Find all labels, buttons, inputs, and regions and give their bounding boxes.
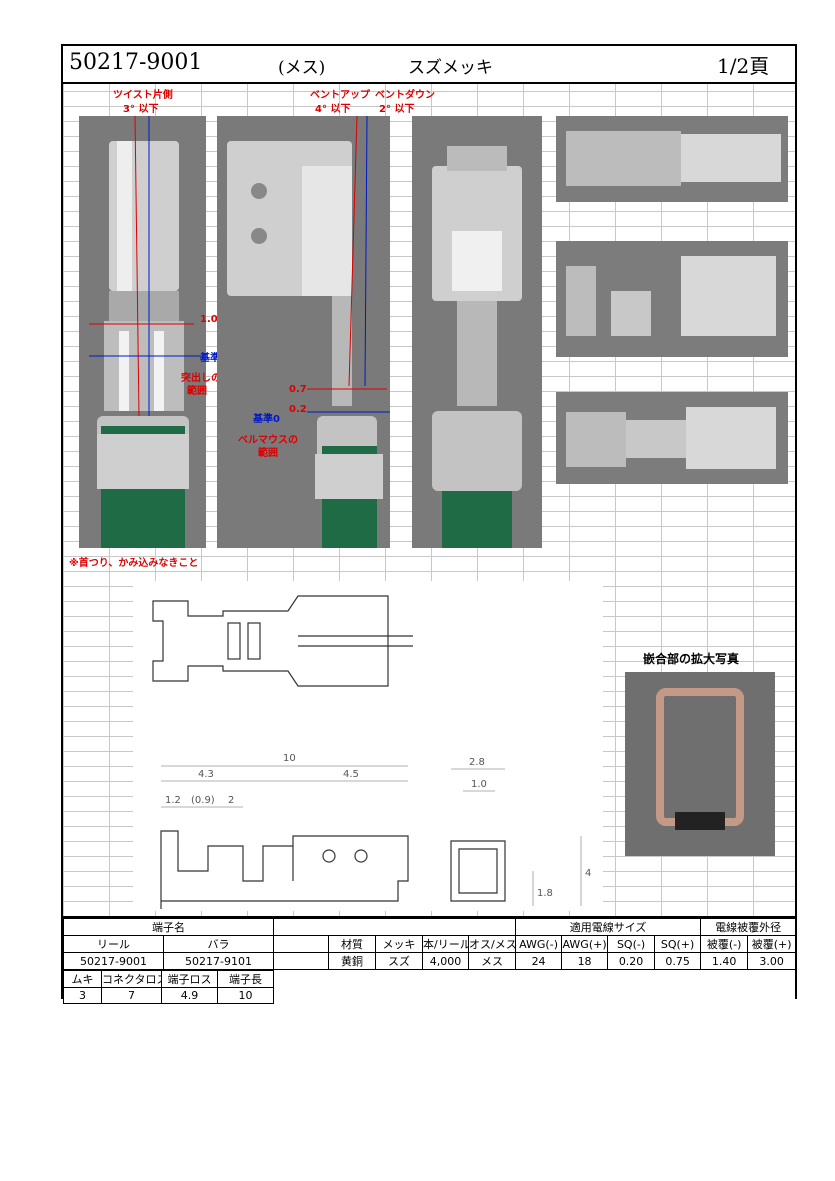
loose-value: 50217-9101	[163, 952, 274, 970]
ins-max-header: 被覆(+)	[747, 935, 797, 953]
strip-header: ムキ	[63, 970, 102, 988]
technical-drawing: 10 4.3 4.5 1.2 (0.9) 2 2.8 1.0 4 1.8	[133, 581, 603, 911]
dim-0-2-label: 0.2	[289, 404, 307, 415]
connector-loss-value: 7	[101, 987, 162, 1004]
dim-4-3: 4.3	[198, 769, 214, 780]
bellmouth-range-label-2: 範囲	[258, 448, 278, 459]
per-reel-header: 本/リール	[422, 935, 469, 953]
twist-view-drawing	[79, 116, 206, 548]
mating-zoom-drawing	[625, 672, 775, 856]
ins-min-value: 1.40	[700, 952, 749, 970]
reel-header: リール	[63, 935, 164, 953]
terminal-length-value: 10	[217, 987, 274, 1004]
base-zero-label-1: 基準0	[200, 353, 227, 364]
sq-min-header: SQ(-)	[607, 935, 656, 953]
dim-4-5: 4.5	[343, 769, 359, 780]
spec-table: 端子名 適用電線サイズ 電線被覆外径 リール バラ 材質 メッキ 本/リール オ…	[63, 916, 797, 1004]
material-value: 黄銅	[328, 952, 376, 970]
dim-1-0-label: 1.0	[200, 314, 218, 325]
plating-label: スズメッキ	[408, 58, 493, 78]
loose-header: バラ	[163, 935, 274, 953]
plating-header: メッキ	[375, 935, 423, 953]
dim-1-2: 1.2	[165, 795, 181, 806]
protrusion-range-label-2: 範囲	[187, 386, 207, 397]
photo-bottom-view	[556, 392, 788, 484]
terminal-outline-drawing: 10 4.3 4.5 1.2 (0.9) 2 2.8 1.0 4 1.8	[152, 595, 591, 909]
ins-min-header: 被覆(-)	[700, 935, 749, 953]
zoom-photo-caption: 嵌合部の拡大写真	[643, 652, 740, 666]
material-header: 材質	[328, 935, 376, 953]
photo-mating-zoom	[625, 672, 775, 856]
twist-label: ツイスト片側	[113, 90, 173, 101]
reel-value: 50217-9001	[63, 952, 164, 970]
front-view-drawing	[412, 116, 542, 548]
terminal-loss-header: 端子ロス	[161, 970, 218, 988]
protrusion-range-label: 突出しの	[181, 373, 221, 384]
bend-up-label: ベントアップ	[310, 90, 370, 101]
terminal-length-header: 端子長	[217, 970, 274, 988]
photo-bend-view	[217, 116, 390, 548]
photo-side-view	[556, 241, 788, 357]
wire-size-header: 適用電線サイズ	[515, 918, 702, 936]
dim-0-9: (0.9)	[191, 795, 215, 806]
base-zero-label-2: 基準0	[253, 414, 280, 425]
dim-1-0: 1.0	[471, 779, 487, 790]
note-text: ※首つり、かみ込みなきこと	[69, 558, 199, 569]
sq-max-header: SQ(+)	[654, 935, 702, 953]
bend-down-limit: 2° 以下	[379, 104, 415, 115]
terminal-loss-value: 4.9	[161, 987, 218, 1004]
dim-10: 10	[283, 753, 296, 764]
dim-1-8: 1.8	[537, 888, 553, 899]
top-view-drawing	[556, 116, 788, 202]
male-female-header: オス/メス	[467, 935, 517, 953]
insulation-header: 電線被覆外径	[700, 918, 797, 936]
sq-min-value: 0.20	[607, 952, 656, 970]
strip-value: 3	[63, 987, 102, 1004]
connector-loss-header: コネクタロス	[101, 970, 162, 988]
dim-2: 2	[228, 795, 234, 806]
awg-min-value: 24	[515, 952, 563, 970]
bellmouth-range-label: ベルマウスの	[238, 435, 298, 446]
per-reel-value: 4,000	[422, 952, 469, 970]
sq-max-value: 0.75	[654, 952, 702, 970]
side-view-drawing	[556, 241, 788, 357]
specification-sheet: 50217-9001 (メス) スズメッキ 1/2頁 ツイスト片側 3° 以下 …	[61, 44, 797, 1004]
awg-min-header: AWG(-)	[515, 935, 563, 953]
terminal-name-header: 端子名	[63, 918, 274, 936]
gender-label: (メス)	[278, 58, 326, 78]
awg-max-value: 18	[561, 952, 609, 970]
bend-view-drawing	[217, 116, 390, 548]
twist-limit: 3° 以下	[123, 104, 159, 115]
photo-front-view	[412, 116, 542, 548]
bend-down-label: ベントダウン	[375, 90, 435, 101]
page-number: 1/2頁	[717, 54, 770, 78]
bottom-view-drawing	[556, 392, 788, 484]
dim-4: 4	[585, 868, 591, 879]
dim-2-8: 2.8	[469, 757, 485, 768]
ins-max-value: 3.00	[747, 952, 797, 970]
photo-twist-view	[79, 116, 206, 548]
dim-0-7-label: 0.7	[289, 384, 307, 395]
bend-up-limit: 4° 以下	[315, 104, 351, 115]
header-bar: 50217-9001 (メス) スズメッキ 1/2頁	[63, 46, 795, 84]
male-female-value: メス	[467, 952, 517, 970]
plating-value: スズ	[375, 952, 423, 970]
part-number: 50217-9001	[69, 50, 203, 75]
awg-max-header: AWG(+)	[561, 935, 609, 953]
photo-top-view	[556, 116, 788, 202]
